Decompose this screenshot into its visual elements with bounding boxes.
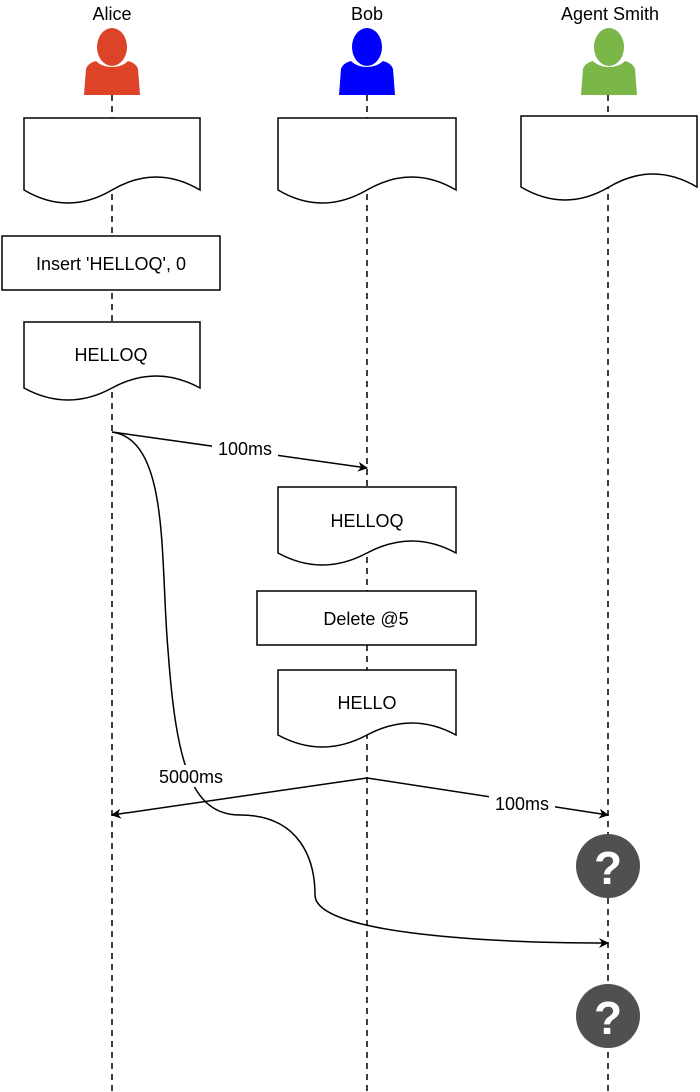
- bob-to-agent-latency-label: 100ms: [495, 794, 549, 814]
- agent-state-unknown-icon-2: [576, 984, 640, 1048]
- bob-document-empty: [277, 117, 457, 204]
- question-mark-1: ?: [594, 842, 622, 894]
- alice-operation-label: Insert 'HELLOQ', 0: [36, 254, 186, 274]
- question-mark-2: ?: [594, 992, 622, 1044]
- alice-to-bob-latency-label: 100ms: [218, 439, 272, 459]
- alice-to-agent-latency-label: 5000ms: [159, 767, 223, 787]
- agent-state-unknown-icon-1: [576, 834, 640, 898]
- actor-label-alice: Alice: [92, 4, 131, 24]
- alice-insert-operation: [1, 235, 221, 291]
- bob-person-icon: [339, 28, 395, 95]
- bob-document-text: HELLO: [337, 693, 396, 713]
- bob-document-helloq: [277, 486, 457, 566]
- alice-person-icon: [84, 28, 140, 95]
- alice-to-agent-arrow: [111, 431, 609, 948]
- bob-to-alice-arrow: [111, 777, 368, 819]
- bob-operation-label: Delete @5: [323, 609, 408, 629]
- alice-document-helloq: [23, 321, 201, 401]
- alice-document-empty: [23, 117, 201, 204]
- bob-to-agent-arrow: [366, 777, 609, 819]
- bob-received-document-text: HELLOQ: [330, 511, 403, 531]
- actor-label-agent-smith: Agent Smith: [561, 4, 659, 24]
- agent-smith-document-empty: [520, 115, 698, 201]
- bob-document-hello: [277, 669, 457, 748]
- bob-delete-operation: [256, 590, 477, 646]
- alice-document-text: HELLOQ: [74, 345, 147, 365]
- actor-label-bob: Bob: [351, 4, 383, 24]
- agent-smith-person-icon: [581, 28, 637, 95]
